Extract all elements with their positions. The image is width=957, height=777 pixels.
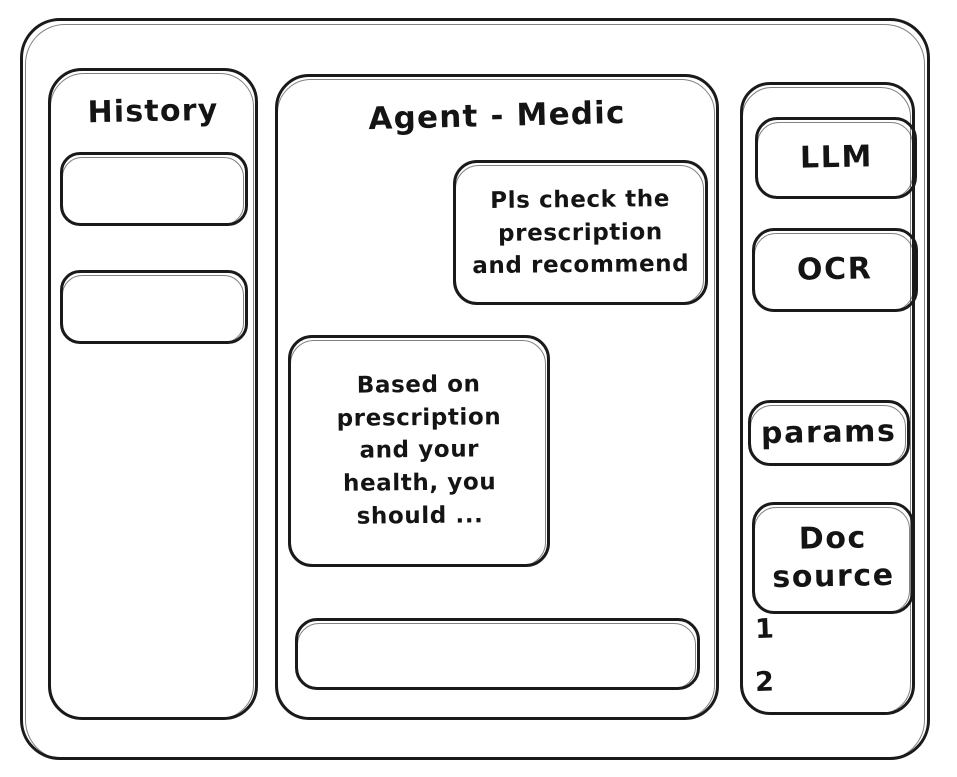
app-window-frame: [20, 18, 930, 760]
doc-source-list-item-1[interactable]: 1: [754, 613, 776, 646]
llm-button[interactable]: LLM: [755, 117, 917, 199]
doc-source-list-item-2[interactable]: 2: [754, 666, 776, 699]
agent-message-text: Based on prescription and your health, y…: [336, 371, 502, 530]
doc-source-box[interactable]: Doc source: [752, 502, 914, 614]
ocr-button[interactable]: OCR: [752, 228, 918, 312]
agent-message-bubble: Based on prescription and your health, y…: [288, 335, 550, 567]
message-input[interactable]: [295, 618, 700, 690]
params-button-label: params: [760, 413, 898, 451]
history-item-1[interactable]: [60, 152, 248, 226]
doc-source-label: Doc source: [771, 520, 895, 596]
history-item-2[interactable]: [60, 270, 248, 344]
agent-panel: [275, 74, 719, 720]
user-message-text: Pls check the prescription and recommend: [472, 185, 690, 279]
llm-button-label: LLM: [799, 139, 873, 176]
params-button[interactable]: params: [748, 400, 910, 466]
doc-source-list: 1 2: [754, 613, 875, 699]
history-panel: [48, 68, 258, 720]
tools-rail-panel: [740, 82, 915, 715]
history-panel-title: History: [87, 92, 219, 131]
ocr-button-label: OCR: [796, 251, 873, 288]
user-message-bubble: Pls check the prescription and recommend: [453, 160, 708, 305]
